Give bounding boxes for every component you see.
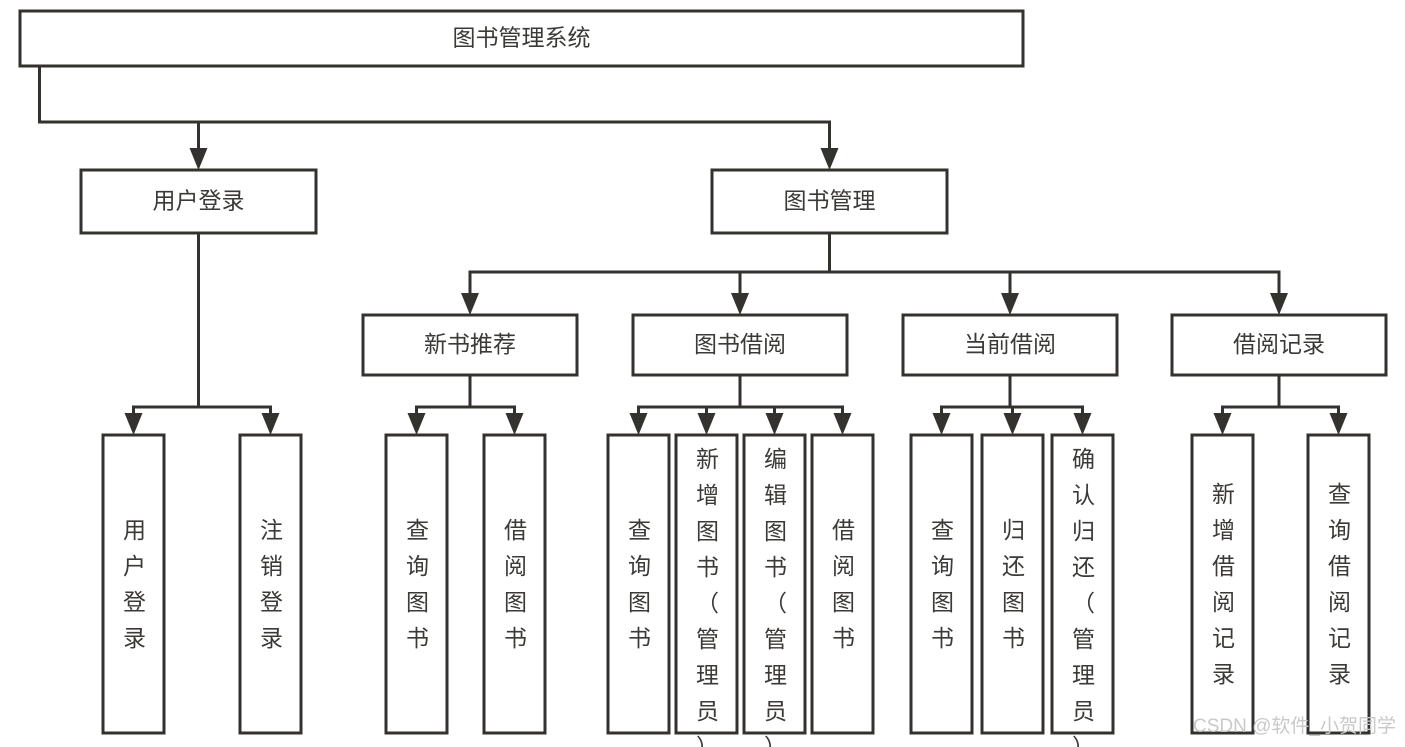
csdn-watermark: CSDN @软件_小贺同学 <box>1193 715 1396 737</box>
node-leaf-borrow-book-rec[interactable]: 借阅图书 <box>482 433 547 735</box>
node-box-leaf-borrow-book-rec[interactable] <box>482 433 547 735</box>
node-box-leaf-query-record[interactable] <box>1306 433 1371 735</box>
node-label-leaf-borrow-book: 借阅图书 <box>832 517 855 651</box>
arrow-head-new-book-recommend <box>461 293 479 315</box>
node-root[interactable]: 图书管理系统 <box>18 9 1025 68</box>
node-leaf-query-book-borrow[interactable]: 查询图书 <box>606 433 671 735</box>
arrow-head-leaf-add-book <box>697 413 716 435</box>
node-leaf-return-book[interactable]: 归还图书 <box>980 433 1045 735</box>
node-leaf-query-record[interactable]: 查询借阅记录 <box>1306 433 1371 735</box>
node-leaf-confirm-return[interactable]: 确认归还（管理员） <box>1050 433 1115 747</box>
arrow-head-leaf-add-record <box>1213 413 1232 435</box>
arrow-head-leaf-borrow-book-rec <box>505 413 524 435</box>
node-label-leaf-query-book-rec: 查询图书 <box>406 517 429 651</box>
node-box-book-borrow[interactable] <box>631 313 849 377</box>
node-box-leaf-logout[interactable] <box>238 433 303 735</box>
node-label-leaf-query-book-borrow: 查询图书 <box>628 517 651 651</box>
node-box-leaf-add-book[interactable] <box>674 433 739 735</box>
node-box-current-borrow[interactable] <box>901 313 1119 377</box>
node-box-leaf-query-book-cur[interactable] <box>909 433 974 735</box>
arrow-head-leaf-edit-book <box>765 413 784 435</box>
arrow-head-leaf-return-book <box>1003 413 1022 435</box>
node-label-leaf-add-book: 新增图书（管理员） <box>696 446 719 747</box>
arrow-head-leaf-query-book-rec <box>407 413 426 435</box>
node-label-leaf-add-record: 新增借阅记录 <box>1212 481 1235 687</box>
node-label-borrow-record: 借阅记录 <box>1233 331 1325 357</box>
arrow-head-leaf-query-book-borrow <box>629 413 648 435</box>
connectors-layer <box>38 64 1348 435</box>
node-leaf-borrow-book[interactable]: 借阅图书 <box>810 433 875 735</box>
node-current-borrow[interactable]: 当前借阅 <box>901 313 1119 377</box>
nodes-layer: 图书管理系统用户登录图书管理新书推荐图书借阅当前借阅借阅记录用户登录注销登录查询… <box>18 9 1388 747</box>
arrow-head-user-login <box>189 148 208 170</box>
node-box-leaf-add-record[interactable] <box>1190 433 1255 735</box>
node-book-borrow[interactable]: 图书借阅 <box>631 313 849 377</box>
node-label-leaf-edit-book: 编辑图书（管理员） <box>764 446 787 747</box>
node-label-leaf-borrow-book-rec: 借阅图书 <box>504 517 527 651</box>
arrow-head-current-borrow <box>1001 293 1019 315</box>
node-leaf-add-book[interactable]: 新增图书（管理员） <box>674 433 739 747</box>
node-leaf-query-book-cur[interactable]: 查询图书 <box>909 433 974 735</box>
arrow-head-leaf-user-login <box>124 413 143 435</box>
node-leaf-user-login[interactable]: 用户登录 <box>101 433 166 735</box>
node-box-book-manage[interactable] <box>710 168 949 235</box>
node-leaf-query-book-rec[interactable]: 查询图书 <box>384 433 449 735</box>
arrow-head-leaf-query-book-cur <box>932 413 951 435</box>
node-box-leaf-confirm-return[interactable] <box>1050 433 1115 735</box>
node-box-root[interactable] <box>18 9 1025 68</box>
node-box-leaf-return-book[interactable] <box>980 433 1045 735</box>
arrow-head-leaf-confirm-return <box>1073 413 1092 435</box>
node-label-root: 图书管理系统 <box>453 25 591 51</box>
node-label-leaf-logout: 注销登录 <box>260 517 283 651</box>
node-label-leaf-confirm-return: 确认归还（管理员） <box>1072 446 1095 747</box>
node-label-book-manage: 图书管理 <box>784 188 876 214</box>
node-box-borrow-record[interactable] <box>1170 313 1388 377</box>
arrow-head-leaf-borrow-book <box>833 413 852 435</box>
node-label-current-borrow: 当前借阅 <box>964 331 1056 357</box>
node-box-leaf-edit-book[interactable] <box>742 433 807 735</box>
node-leaf-add-record[interactable]: 新增借阅记录 <box>1190 433 1255 735</box>
node-label-book-borrow: 图书借阅 <box>694 331 786 357</box>
node-leaf-edit-book[interactable]: 编辑图书（管理员） <box>742 433 807 747</box>
node-label-leaf-return-book: 归还图书 <box>1002 517 1025 651</box>
node-label-leaf-query-record: 查询借阅记录 <box>1328 481 1351 687</box>
node-new-book-recommend[interactable]: 新书推荐 <box>361 313 579 377</box>
node-leaf-logout[interactable]: 注销登录 <box>238 433 303 735</box>
node-box-leaf-query-book-borrow[interactable] <box>606 433 671 735</box>
node-label-user-login: 用户登录 <box>153 188 245 214</box>
arrow-head-leaf-query-record <box>1329 413 1348 435</box>
node-box-user-login[interactable] <box>79 168 318 235</box>
arrow-head-book-manage <box>820 148 839 170</box>
node-label-leaf-query-book-cur: 查询图书 <box>931 517 954 651</box>
arrow-head-book-borrow <box>731 293 749 315</box>
node-box-leaf-user-login[interactable] <box>101 433 166 735</box>
node-box-leaf-query-book-rec[interactable] <box>384 433 449 735</box>
node-box-leaf-borrow-book[interactable] <box>810 433 875 735</box>
node-borrow-record[interactable]: 借阅记录 <box>1170 313 1388 377</box>
arrow-head-borrow-record <box>1270 293 1288 315</box>
node-label-new-book-recommend: 新书推荐 <box>424 331 516 357</box>
node-user-login[interactable]: 用户登录 <box>79 168 318 235</box>
node-box-new-book-recommend[interactable] <box>361 313 579 377</box>
arrow-head-leaf-logout <box>261 413 280 435</box>
node-label-leaf-user-login: 用户登录 <box>123 517 146 651</box>
node-book-manage[interactable]: 图书管理 <box>710 168 949 235</box>
